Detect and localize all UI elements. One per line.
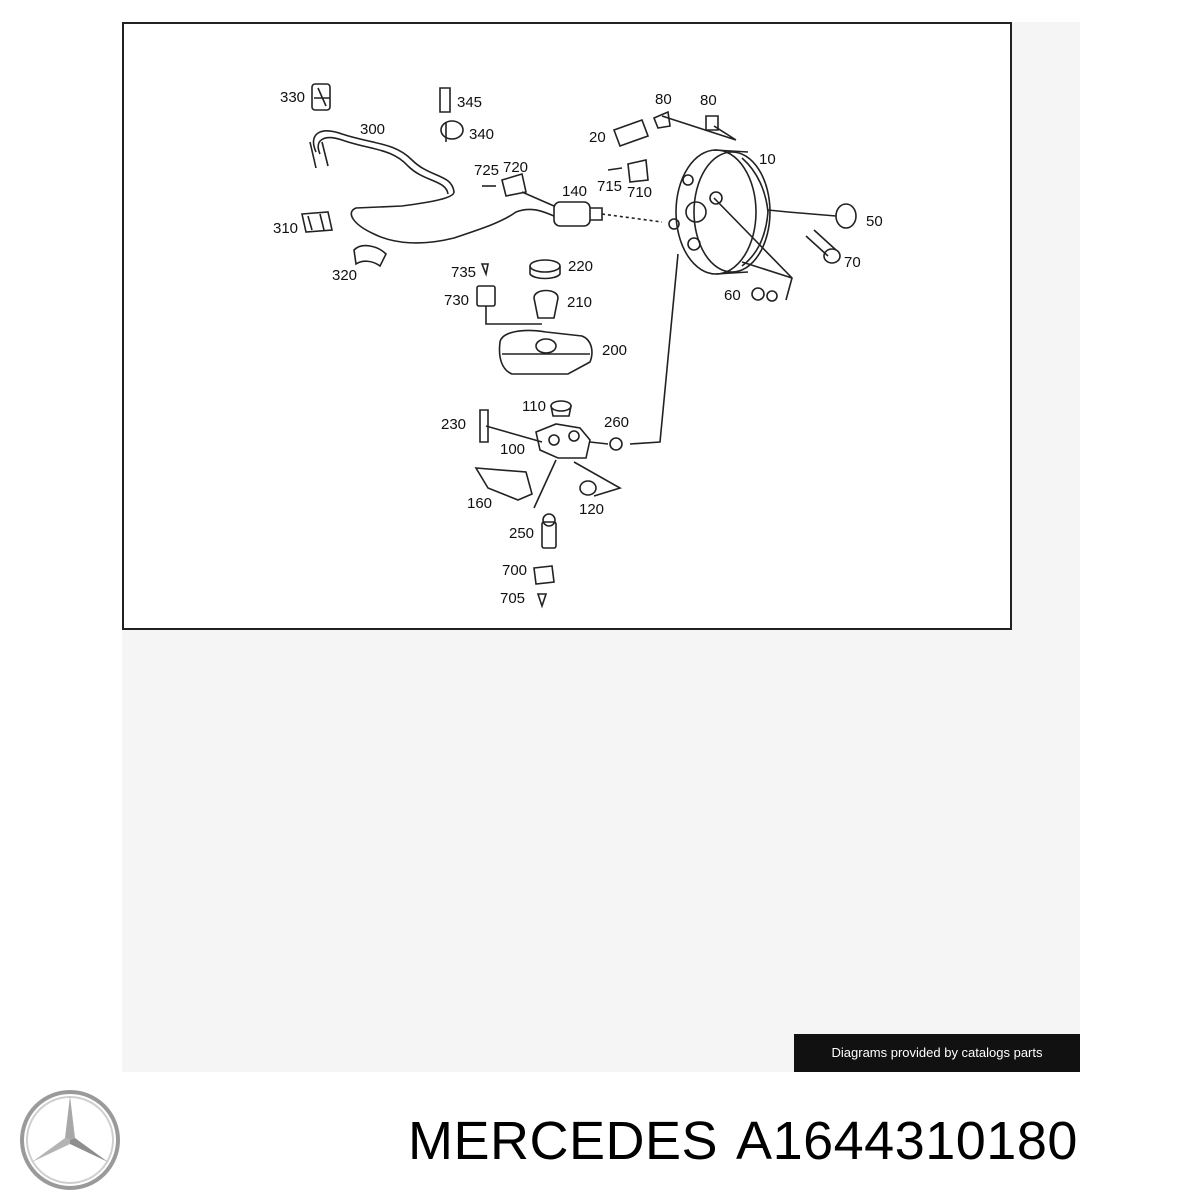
callout-label: 715 — [597, 178, 622, 195]
callout-label: 345 — [457, 94, 482, 111]
callout-label: 330 — [280, 89, 305, 106]
brand-name: MERCEDES — [408, 1111, 719, 1171]
diagram-drawing: 330 345 300 340 80 80 20 10 725 720 140 … — [273, 83, 883, 609]
mercedes-star-icon — [18, 1088, 122, 1192]
callout-label: 730 — [444, 292, 469, 309]
callout-label: 210 — [567, 294, 592, 311]
callout-label: 160 — [467, 495, 492, 512]
callout-label: 340 — [469, 126, 494, 143]
callout-label: 60 — [724, 287, 741, 304]
part-number: A1644310180 — [736, 1111, 1078, 1171]
parts-diagram: 330 345 300 340 80 80 20 10 725 720 140 … — [122, 22, 1012, 630]
callout-label: 20 — [589, 129, 606, 146]
callout-label: 120 — [579, 501, 604, 518]
callout-label: 80 — [700, 92, 717, 109]
callout-label: 300 — [360, 121, 385, 138]
callout-label: 710 — [627, 184, 652, 201]
callout-label: 220 — [568, 258, 593, 275]
callout-label: 250 — [509, 525, 534, 542]
callout-label: 260 — [604, 414, 629, 431]
callout-label: 310 — [273, 220, 298, 237]
callout-label: 10 — [759, 151, 776, 168]
callout-label: 720 — [503, 159, 528, 176]
callout-label: 700 — [502, 562, 527, 579]
callout-label: 200 — [602, 342, 627, 359]
callout-label: 70 — [844, 254, 861, 271]
callout-label: 725 — [474, 162, 499, 179]
callout-label: 50 — [866, 213, 883, 230]
callout-label: 230 — [441, 416, 466, 433]
credit-banner: Diagrams provided by catalogs parts — [794, 1034, 1080, 1072]
callout-label: 80 — [655, 91, 672, 108]
callout-label: 140 — [562, 183, 587, 200]
product-title: MERCEDES A1644310180 — [408, 1106, 1096, 1176]
callout-label: 735 — [451, 264, 476, 281]
callout-label: 110 — [522, 398, 546, 415]
callout-label: 705 — [500, 590, 525, 607]
callout-label: 320 — [332, 267, 357, 284]
callout-labels: 330 345 300 340 80 80 20 10 725 720 140 … — [273, 89, 883, 607]
callout-label: 100 — [500, 441, 525, 458]
